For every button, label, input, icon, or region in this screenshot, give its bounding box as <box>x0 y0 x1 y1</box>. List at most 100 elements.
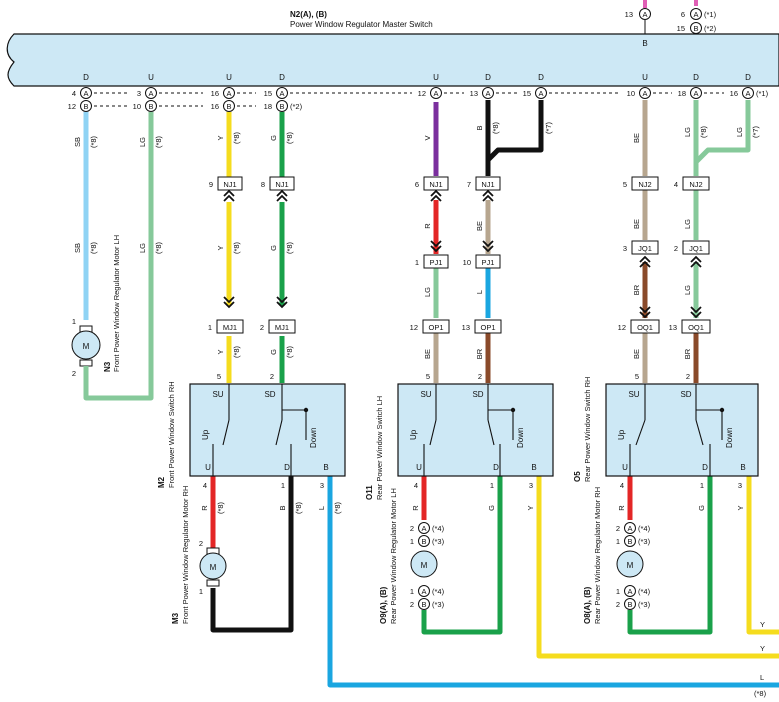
svg-text:1: 1 <box>616 587 620 596</box>
svg-text:10: 10 <box>627 89 635 98</box>
svg-text:A: A <box>627 587 632 596</box>
svg-text:3: 3 <box>320 481 324 490</box>
svg-text:Down: Down <box>516 428 525 448</box>
svg-text:4: 4 <box>414 481 418 490</box>
svg-text:G: G <box>697 505 706 511</box>
svg-text:12: 12 <box>410 323 418 332</box>
svg-text:5: 5 <box>217 372 221 381</box>
svg-text:Rear Power Window Regulator Mo: Rear Power Window Regulator Motor LH <box>389 488 398 624</box>
svg-text:12: 12 <box>618 323 626 332</box>
svg-text:M3: M3 <box>171 612 180 624</box>
svg-text:(*8): (*8) <box>232 241 241 254</box>
svg-text:BR: BR <box>632 284 641 295</box>
svg-text:BR: BR <box>683 348 692 359</box>
svg-text:SD: SD <box>680 390 691 399</box>
svg-text:BE: BE <box>632 133 641 143</box>
svg-text:Y: Y <box>526 505 535 510</box>
svg-text:D: D <box>485 73 491 82</box>
svg-text:12: 12 <box>418 89 426 98</box>
svg-text:(*1): (*1) <box>704 10 717 19</box>
svg-text:B: B <box>627 600 632 609</box>
svg-text:R: R <box>411 505 420 511</box>
svg-text:PJ1: PJ1 <box>430 258 443 267</box>
svg-text:4: 4 <box>620 481 624 490</box>
svg-text:R: R <box>423 223 432 229</box>
svg-text:(*8): (*8) <box>232 131 241 144</box>
top-right-connector: A 13 A 6 (*1) B 15 (*2) B <box>625 8 717 48</box>
svg-text:13: 13 <box>669 323 677 332</box>
svg-text:JQ1: JQ1 <box>638 244 652 253</box>
svg-text:O8(A), (B): O8(A), (B) <box>583 586 592 624</box>
svg-text:U: U <box>416 463 422 472</box>
svg-text:R: R <box>617 505 626 511</box>
svg-text:(*2): (*2) <box>290 102 303 111</box>
svg-text:BE: BE <box>632 219 641 229</box>
svg-text:BE: BE <box>632 349 641 359</box>
svg-text:7: 7 <box>467 180 471 189</box>
svg-text:4: 4 <box>203 481 207 490</box>
svg-text:2: 2 <box>410 600 414 609</box>
svg-text:SB: SB <box>73 137 82 147</box>
svg-text:2: 2 <box>686 372 690 381</box>
svg-text:M2: M2 <box>157 476 166 488</box>
svg-text:LG: LG <box>735 127 744 137</box>
svg-text:16: 16 <box>730 89 738 98</box>
svg-text:Front Power Window Regulator M: Front Power Window Regulator Motor LH <box>112 235 121 372</box>
svg-text:B: B <box>421 600 426 609</box>
svg-text:SD: SD <box>264 390 275 399</box>
svg-text:A: A <box>421 587 426 596</box>
svg-text:B: B <box>475 125 484 130</box>
svg-text:(*8): (*8) <box>285 131 294 144</box>
svg-text:A: A <box>279 89 284 98</box>
switch-o11: SU SD 5 2 Up Down U D B 4 1 3 O11 Rear P… <box>365 372 554 500</box>
svg-text:4: 4 <box>72 89 76 98</box>
svg-text:A: A <box>485 89 490 98</box>
svg-text:(*1): (*1) <box>756 89 769 98</box>
svg-text:(*4): (*4) <box>432 524 445 533</box>
svg-text:(*3): (*3) <box>432 600 445 609</box>
svg-text:BE: BE <box>423 349 432 359</box>
svg-text:13: 13 <box>470 89 478 98</box>
svg-text:U: U <box>622 463 628 472</box>
chevrons <box>223 189 702 319</box>
svg-text:SD: SD <box>472 390 483 399</box>
svg-text:D: D <box>538 73 544 82</box>
svg-text:Rear Power Window Switch RH: Rear Power Window Switch RH <box>583 377 592 482</box>
svg-text:1: 1 <box>415 258 419 267</box>
svg-text:(*8): (*8) <box>491 121 500 134</box>
svg-text:13: 13 <box>462 323 470 332</box>
svg-text:Up: Up <box>409 429 418 440</box>
svg-text:(*8): (*8) <box>154 241 163 254</box>
svg-text:M: M <box>421 561 428 570</box>
svg-text:O9(A), (B): O9(A), (B) <box>379 586 388 624</box>
svg-text:B: B <box>226 102 231 111</box>
svg-text:BR: BR <box>475 348 484 359</box>
svg-text:N3: N3 <box>103 361 112 372</box>
svg-text:R: R <box>200 505 209 511</box>
svg-text:5: 5 <box>426 372 430 381</box>
svg-text:Down: Down <box>309 428 318 448</box>
svg-text:MJ1: MJ1 <box>275 323 289 332</box>
svg-text:5: 5 <box>635 372 639 381</box>
svg-text:BE: BE <box>475 221 484 231</box>
svg-text:1: 1 <box>208 323 212 332</box>
svg-text:NJ2: NJ2 <box>638 180 651 189</box>
svg-text:(*8): (*8) <box>333 501 342 514</box>
motor-m3: M 2 1 M3 Front Power Window Regulator Mo… <box>171 486 227 624</box>
svg-text:G: G <box>269 135 278 141</box>
master-connectors: A 4 B 12 A 3 B 10 A 16 B 16 A 15 B 18 (*… <box>68 87 769 112</box>
svg-text:1: 1 <box>281 481 285 490</box>
svg-text:O11: O11 <box>365 485 374 500</box>
master-switch-box <box>6 33 779 87</box>
svg-text:2: 2 <box>616 524 620 533</box>
svg-text:OP1: OP1 <box>428 323 443 332</box>
svg-text:A: A <box>148 89 153 98</box>
svg-text:M: M <box>210 563 217 572</box>
svg-text:(*3): (*3) <box>638 600 651 609</box>
svg-text:Y: Y <box>760 620 765 629</box>
svg-text:2: 2 <box>616 600 620 609</box>
svg-text:3: 3 <box>738 481 742 490</box>
svg-text:15: 15 <box>264 89 272 98</box>
svg-text:U: U <box>433 73 439 82</box>
